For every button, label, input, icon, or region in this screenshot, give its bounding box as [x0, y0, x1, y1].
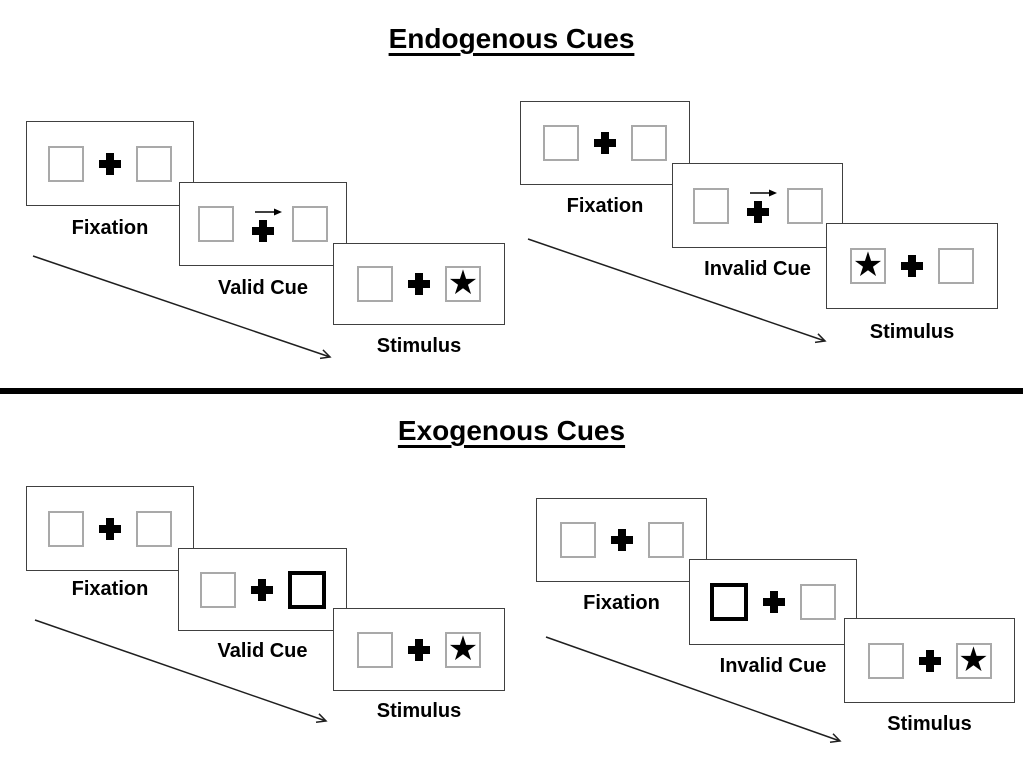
right-placeholder-box [938, 248, 974, 284]
section-divider [0, 388, 1023, 394]
fixation-label: Fixation [71, 217, 149, 239]
fixation-cross-icon [901, 255, 923, 277]
right-placeholder-box [136, 145, 172, 182]
fixation-cross-icon [763, 591, 785, 613]
fixation-cross-icon [252, 219, 274, 242]
stimulus-frame: ★ [826, 223, 998, 309]
right-placeholder-box [786, 187, 823, 224]
left-placeholder-box [692, 187, 729, 224]
right-placeholder-box [800, 584, 836, 620]
star-box: ★ [850, 248, 886, 284]
fixation-cross-icon [250, 578, 273, 601]
right-placeholder-box [292, 206, 328, 242]
cue-arrow-right-icon [255, 208, 282, 215]
fixation-frame [520, 101, 690, 185]
fixation-cross-icon [99, 152, 121, 175]
star-icon: ★ [958, 639, 989, 680]
left-placeholder-box [48, 145, 84, 182]
left-placeholder-box [199, 571, 236, 608]
invalid-cue-frame [672, 163, 843, 248]
left-placeholder-box [357, 631, 393, 668]
left-placeholder-box [867, 642, 904, 679]
fixation-cross-icon [746, 201, 769, 223]
fixation-cross-icon [408, 273, 430, 295]
left-placeholder-box [357, 266, 393, 302]
invalid-cue-label: Invalid Cue [704, 258, 811, 280]
star-box: ★ [445, 628, 481, 669]
fixation-label: Fixation [566, 195, 644, 217]
endogenous-title: Endogenous Cues [388, 23, 635, 54]
left-placeholder-box [543, 125, 579, 161]
stimulus-label: Stimulus [869, 321, 955, 343]
fixation-cross-icon [99, 517, 121, 540]
fixation-cross-icon [594, 132, 616, 154]
stimulus-frame: ★ [333, 608, 505, 691]
left-placeholder-box [48, 510, 84, 547]
left-placeholder-box [559, 522, 596, 558]
star-icon: ★ [447, 263, 479, 303]
fixation-label: Fixation [583, 592, 660, 614]
star-icon: ★ [447, 628, 479, 669]
sequence-arrow [545, 636, 842, 743]
stimulus-label: Stimulus [887, 713, 972, 735]
fixation-cross-icon [408, 638, 430, 661]
right-placeholder-box [647, 522, 684, 558]
exogenous-title: Exogenous Cues [397, 415, 626, 446]
invalid-cue-frame [689, 559, 857, 645]
valid-cue-frame [179, 182, 347, 266]
fixation-cross-icon [918, 649, 941, 672]
sequence-arrow [527, 238, 827, 344]
star-box: ★ [445, 266, 481, 302]
star-icon: ★ [852, 245, 884, 285]
fixation-frame [536, 498, 707, 582]
highlighted-cue-box [287, 570, 326, 609]
valid-cue-label: Valid Cue [217, 277, 309, 299]
invalid-cue-label: Invalid Cue [719, 655, 827, 677]
cue-arrow-right-icon [749, 189, 777, 197]
star-box: ★ [955, 639, 992, 680]
stimulus-frame: ★ [333, 243, 505, 325]
right-placeholder-box [136, 510, 172, 547]
fixation-frame [26, 486, 194, 571]
stimulus-label: Stimulus [376, 335, 462, 357]
highlighted-cue-box [710, 583, 748, 621]
stimulus-frame: ★ [844, 618, 1015, 703]
valid-cue-label: Valid Cue [217, 640, 308, 662]
sequence-arrow [34, 619, 328, 724]
right-placeholder-box [631, 125, 667, 161]
sequence-arrow [32, 255, 332, 360]
valid-cue-frame [178, 548, 347, 631]
fixation-frame [26, 121, 194, 206]
stimulus-label: Stimulus [376, 700, 462, 722]
fixation-cross-icon [610, 529, 633, 551]
left-placeholder-box [198, 206, 234, 242]
fixation-label: Fixation [71, 578, 149, 600]
